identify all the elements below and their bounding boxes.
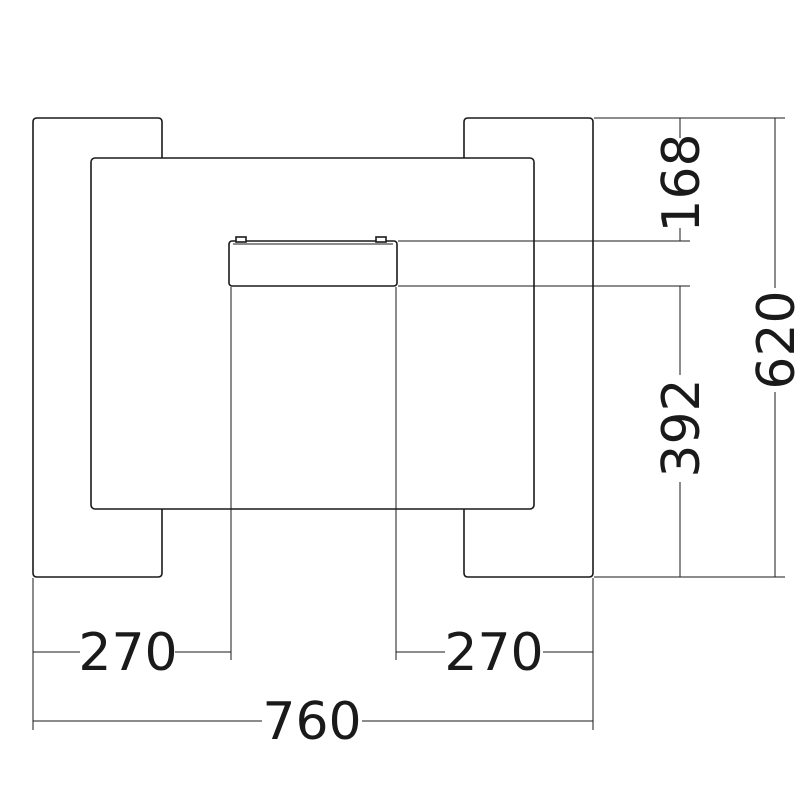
top-element (228, 236, 398, 287)
vertical-dimensions (398, 117, 785, 578)
main-body (90, 157, 535, 510)
dim-top-offset: 168 (652, 133, 712, 232)
horizontal-dimensions (32, 287, 594, 730)
dim-total-width: 760 (262, 692, 361, 752)
dim-total-height: 620 (747, 290, 800, 389)
dim-left-offset: 270 (78, 623, 177, 683)
dim-lower-height: 392 (652, 378, 712, 477)
dim-right-offset: 270 (444, 623, 543, 683)
